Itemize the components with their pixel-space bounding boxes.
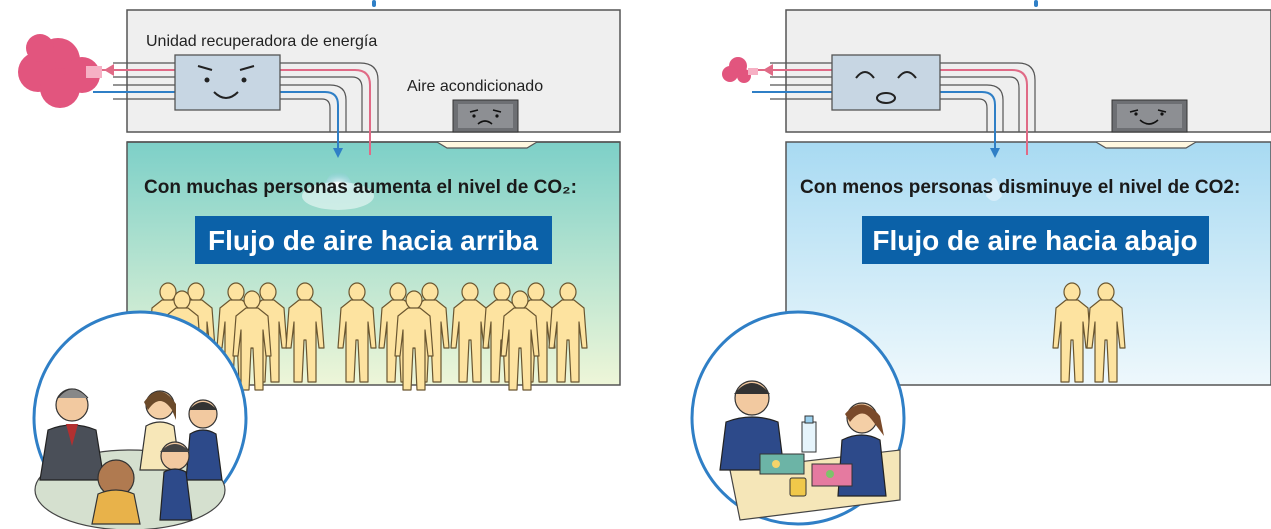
supply-duct-right: [940, 91, 996, 150]
left-banner: [195, 216, 552, 264]
right-heading: Con menos personas disminuye el nivel de…: [800, 177, 1240, 198]
ceiling-light: [436, 141, 538, 149]
exhaust-cloud-left: [18, 34, 102, 108]
return-duct-right: [940, 69, 1028, 155]
lunch-inset-right: [690, 310, 906, 526]
unit-label: Unidad recuperadora de energía: [146, 33, 377, 50]
right-scene: Con menos personas disminuye el nivel de…: [690, 0, 1271, 526]
left-scene: Unidad recuperadora de energía Aire acon…: [18, 0, 621, 529]
right-banner: [862, 216, 1209, 264]
energy-recovery-unit-left: [174, 54, 281, 111]
ac-label: Aire acondicionado: [407, 78, 543, 95]
right-banner-text: Flujo de aire hacia abajo: [872, 225, 1197, 256]
exhaust-cloud-right: [722, 57, 758, 83]
air-plume-right: [986, 178, 1002, 201]
meeting-inset-left: [32, 310, 248, 529]
ceiling-light-right: [1095, 141, 1197, 149]
left-heading: Con muchas personas aumenta el nivel de …: [144, 177, 577, 198]
return-duct-left: [280, 69, 371, 155]
air-conditioner-left: [452, 99, 519, 133]
air-conditioner-right: [1111, 99, 1188, 133]
left-banner-text: Flujo de aire hacia arriba: [208, 225, 538, 256]
energy-recovery-unit-right: [831, 54, 941, 111]
supply-duct-left: [280, 91, 339, 150]
